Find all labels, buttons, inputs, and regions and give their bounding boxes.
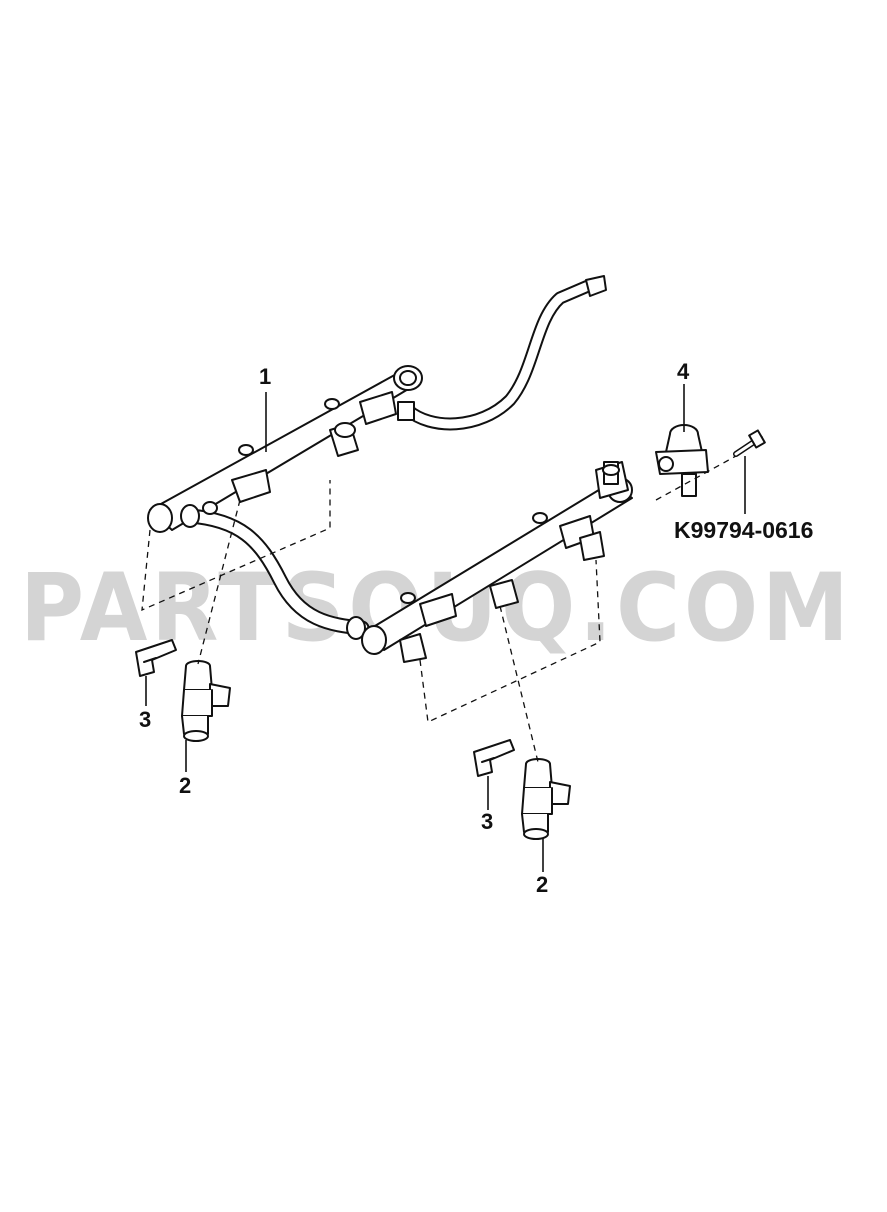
fuel-injector-left xyxy=(181,660,231,742)
callout-1: 1 xyxy=(259,364,272,389)
callout-2-left: 2 xyxy=(179,773,192,798)
lower-fuel-rail xyxy=(361,461,633,663)
part-number-label: K99794-0616 xyxy=(674,517,814,543)
crossover-fuel-line xyxy=(180,501,370,640)
callout-4: 4 xyxy=(677,359,690,384)
callout-2-right: 2 xyxy=(536,872,549,897)
callout-3-right: 3 xyxy=(481,809,494,834)
callout-3-left: 3 xyxy=(139,707,152,732)
upper-fuel-rail xyxy=(147,365,423,533)
injector-clip-left xyxy=(135,639,177,677)
fuel-injector-right xyxy=(521,758,571,840)
fuel-pressure-regulator xyxy=(655,424,709,497)
mounting-bolt xyxy=(733,429,766,457)
return-fuel-line xyxy=(397,275,607,431)
injector-clip-right xyxy=(473,739,515,777)
